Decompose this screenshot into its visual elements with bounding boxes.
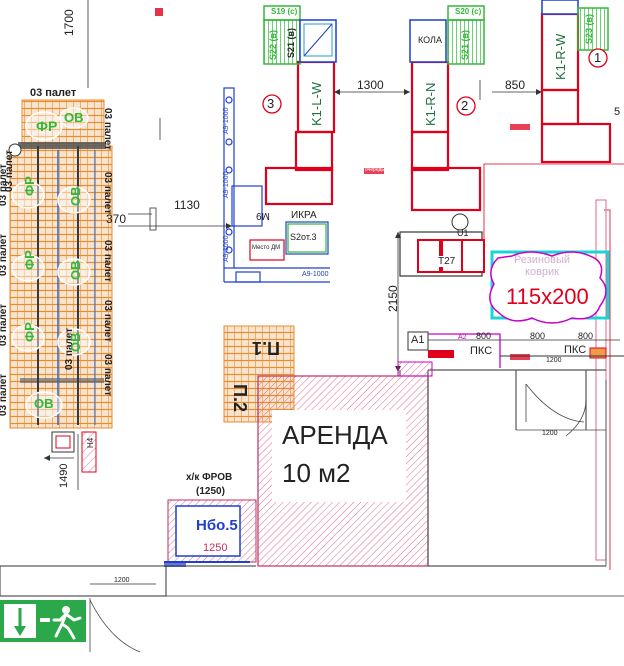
hbo5-label: Нбо.5: [196, 517, 238, 534]
k1-r-w-label: K1-R-W: [553, 33, 568, 80]
dim-2150-label: 2150: [386, 285, 400, 312]
dim-1200-label: 1200: [114, 577, 130, 584]
k1-r-n-label: K1-R-N: [423, 82, 438, 126]
checkout-row: [407, 331, 624, 368]
door-swings: [89, 380, 607, 653]
pallet-right-label: 03 палет: [102, 172, 113, 215]
dim-1200-label: 1200: [542, 430, 558, 437]
s21-label: S21 (в): [286, 27, 296, 58]
pallet-side-label: 03 палет: [0, 233, 9, 276]
dim-1250-label: 1250: [203, 542, 228, 554]
xk-frov-label: х/к ФРОВ: [186, 472, 233, 483]
kola-label: КОЛА: [418, 35, 442, 45]
number-1: 1: [594, 50, 602, 65]
pallet-top-label: 03 палет: [30, 87, 77, 99]
dim-1490-label: 1490: [58, 463, 70, 488]
fixture-top-right-blue: [541, 0, 579, 15]
dim-1300-label: 1300: [357, 78, 384, 92]
pallet-side-label: 03 палет: [0, 303, 9, 346]
price-tag-115x200: [489, 250, 610, 324]
fr-token: ФР: [22, 250, 37, 270]
ov-token: ОВ: [68, 332, 83, 353]
a2-label: A2: [458, 334, 467, 341]
fridge-hbo5: [164, 499, 257, 563]
a9-label: A9-1000: [223, 235, 230, 262]
bottom-wall: [0, 565, 624, 597]
blue-rack-fixture: [223, 87, 330, 283]
s19-label: S19 (c): [271, 7, 298, 16]
dim-1700-label: 1700: [62, 9, 76, 36]
a9-label: A9-1000: [223, 171, 230, 198]
rent-box: [272, 410, 406, 502]
fr-token: ФР: [36, 118, 58, 134]
tag-faded-text: Резиновый коврик: [514, 254, 571, 278]
fixture-s19-group: [263, 5, 337, 65]
fixture-s20-group: [409, 5, 485, 65]
pks-label: ПКС: [564, 344, 587, 356]
k1-l-w-label: K1-L-W: [309, 81, 324, 126]
dim-800-label: 800: [476, 331, 492, 341]
a9-label: A9-1000: [302, 271, 329, 278]
dim-370-label: 370: [106, 212, 127, 226]
wall-outline: [483, 163, 624, 570]
pallet-right-label: 03 палет: [102, 240, 113, 283]
pallet-rack: [9, 99, 113, 429]
pallet-side-label: 03 палет: [0, 373, 9, 416]
dim-1200-label: 1200: [546, 357, 562, 364]
s2ot3-label: S2от.3: [290, 232, 317, 242]
ikra-label: ИКРА: [291, 210, 317, 221]
p2-label: П.2: [230, 384, 250, 412]
number-3: 3: [267, 96, 275, 111]
number-2: 2: [461, 98, 469, 113]
u1-label: U1: [457, 228, 469, 238]
fr-token: ФР: [22, 322, 37, 342]
dim-800-label: 800: [530, 331, 546, 341]
a1-label: A1: [411, 334, 425, 346]
n4-label: Н4: [86, 437, 95, 448]
s23-label: S23 (в): [584, 13, 594, 44]
tag-size-label: 115x200: [506, 284, 589, 309]
pks-label: ПКС: [470, 345, 493, 357]
rent-area: 10 м2: [282, 458, 351, 488]
dim-850-label: 850: [505, 78, 526, 92]
pallet-right-label: 03 палет: [102, 108, 113, 151]
xk-size-label: (1250): [196, 486, 225, 497]
pallet-right-label: 03 палет: [102, 300, 113, 343]
rent-title: АРЕНДА: [282, 420, 388, 450]
ov-token: ОВ: [34, 396, 54, 411]
mesto-label: Место ДМ: [252, 245, 281, 251]
ochered-tag: очередь: [365, 167, 385, 173]
fixture-n4: [51, 431, 97, 473]
dim-800-label: 800: [578, 331, 594, 341]
pallet-right-label: 03 палет: [102, 354, 113, 397]
s21-label: S21 (в): [460, 29, 470, 60]
a9-label: A9-1000: [223, 107, 230, 134]
s22-label: S22 (в): [268, 29, 278, 60]
fixture-s23: [577, 7, 609, 51]
fixture-k1-r-w: [540, 12, 612, 164]
ov-token: ОВ: [68, 186, 83, 207]
number-5: 5: [614, 106, 621, 118]
s20-label: S20 (c): [455, 7, 482, 16]
t27-label: T27: [438, 256, 456, 267]
m9-label: M9: [256, 210, 270, 221]
exit-sign: [0, 600, 86, 642]
fr-token: ФР: [22, 176, 37, 196]
ov-token: ОВ: [64, 110, 84, 125]
dim-1130-label: 1130: [174, 198, 200, 212]
ov-token: ОВ: [68, 260, 83, 281]
p1-label: П.1: [252, 338, 280, 358]
pallet-side-label: 03 палет: [4, 149, 15, 192]
